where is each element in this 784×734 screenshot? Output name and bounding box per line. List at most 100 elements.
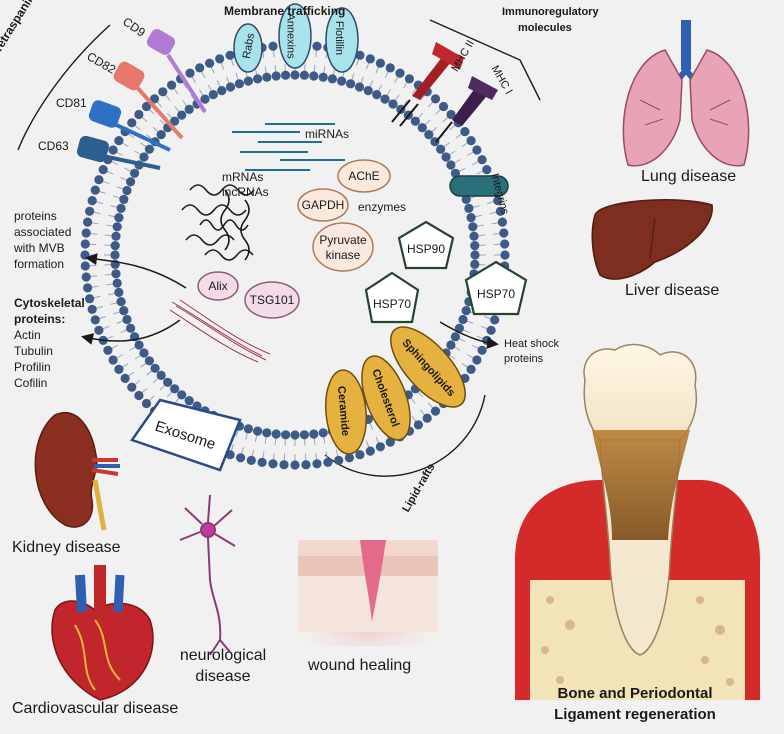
outer-lipid-head bbox=[312, 41, 322, 51]
hsp90-label: HSP90 bbox=[406, 242, 446, 256]
hsp90-shape bbox=[397, 220, 455, 270]
inner-lipid-head bbox=[208, 90, 218, 100]
outer-lipid-head bbox=[422, 413, 432, 423]
inner-lipid-head bbox=[354, 82, 365, 92]
outer-lipid-head bbox=[385, 437, 395, 447]
outer-lipid-head bbox=[323, 457, 333, 467]
inner-lipid-head bbox=[446, 160, 456, 170]
outer-lipid-head bbox=[500, 239, 510, 249]
inner-lipid-head bbox=[116, 297, 126, 307]
gapdh-enzyme bbox=[297, 188, 349, 222]
inner-lipid-head bbox=[372, 90, 382, 100]
outer-lipid-head bbox=[365, 446, 375, 456]
inner-lipid-head bbox=[110, 250, 120, 260]
inner-lipid-head bbox=[410, 116, 420, 126]
inner-lipid-head bbox=[446, 340, 456, 350]
outer-lipid-head bbox=[127, 382, 137, 392]
outer-lipid-head bbox=[365, 54, 375, 64]
inner-lipid-head bbox=[184, 104, 194, 114]
mvb-label-4: formation bbox=[14, 257, 65, 271]
outer-lipid-head bbox=[395, 68, 405, 78]
neuron-icon bbox=[179, 494, 236, 656]
hsp70-shape-a bbox=[364, 271, 420, 324]
outer-lipid-head bbox=[466, 136, 476, 146]
cyto-arrow bbox=[81, 319, 181, 345]
inner-lipid-head bbox=[424, 130, 434, 140]
outer-lipid-head bbox=[499, 228, 509, 238]
outer-lipid-head bbox=[141, 101, 152, 112]
outer-lipid-head bbox=[120, 373, 130, 383]
cholesterol-oval bbox=[361, 355, 411, 441]
outer-lipid-head bbox=[87, 196, 97, 206]
inner-lipid-head bbox=[144, 356, 154, 366]
tsg101-protein bbox=[244, 281, 300, 319]
mvb-label-2: associated bbox=[14, 225, 72, 239]
inner-lipid-head bbox=[337, 76, 347, 86]
outer-lipid-head bbox=[81, 272, 91, 282]
outer-lipid-head bbox=[486, 325, 496, 335]
cd9-protein bbox=[146, 29, 207, 114]
outer-lipid-head bbox=[482, 165, 492, 175]
inner-lipid-head bbox=[200, 94, 210, 104]
inner-lipid-head bbox=[309, 429, 319, 439]
pyruvate-kinase-enzyme bbox=[312, 222, 374, 272]
mhc-i-protein bbox=[435, 76, 498, 143]
outer-lipid-head bbox=[493, 196, 503, 206]
heat-shock-label-2: proteins bbox=[504, 353, 544, 365]
mirnas-label: miRNAs bbox=[305, 127, 349, 141]
cd81-label: CD81 bbox=[56, 96, 87, 110]
tsg101-label: TSG101 bbox=[249, 293, 295, 307]
inner-lipid-head bbox=[170, 116, 180, 126]
outer-lipid-head bbox=[430, 406, 441, 416]
outer-lipid-head bbox=[87, 304, 97, 314]
outer-lipid-head bbox=[167, 80, 177, 90]
membrane-trafficking-label: Membrane trafficking bbox=[224, 4, 346, 18]
outer-lipid-head bbox=[236, 453, 246, 463]
outer-lipid-head bbox=[141, 398, 152, 409]
inner-lipid-head bbox=[299, 430, 309, 440]
tubulin-label: Tubulin bbox=[14, 344, 53, 358]
inner-lipid-head bbox=[380, 94, 390, 104]
cd63-label: CD63 bbox=[38, 139, 69, 153]
inner-lipid-head bbox=[119, 194, 129, 204]
cyto-label-2: proteins: bbox=[14, 312, 66, 326]
pyruvate-label-2: kinase bbox=[325, 248, 361, 262]
outer-lipid-head bbox=[85, 294, 95, 304]
lung-disease-label: Lung disease bbox=[641, 168, 737, 185]
inner-lipid-head bbox=[441, 152, 451, 162]
outer-lipid-head bbox=[80, 261, 90, 271]
inner-lipid-head bbox=[116, 203, 126, 213]
outer-lipid-head bbox=[466, 364, 476, 374]
inner-lipid-head bbox=[253, 74, 263, 84]
actin-label: Actin bbox=[14, 328, 41, 342]
inner-lipid-head bbox=[461, 194, 471, 204]
inner-lipid-head bbox=[466, 213, 476, 223]
inner-lipid-head bbox=[112, 278, 122, 288]
mrnas-strands bbox=[181, 184, 255, 261]
outer-lipid-head bbox=[404, 74, 414, 84]
outer-lipid-head bbox=[80, 239, 90, 249]
outer-lipid-head bbox=[490, 315, 500, 325]
outer-lipid-head bbox=[81, 228, 91, 238]
pyruvate-label-1: Pyruvate bbox=[319, 233, 367, 247]
outer-lipid-head bbox=[472, 145, 482, 155]
inner-lipid-head bbox=[156, 370, 166, 380]
cd63-protein bbox=[77, 135, 161, 170]
outer-lipid-head bbox=[149, 94, 160, 104]
cytoskeletal-fibers bbox=[169, 299, 271, 363]
outer-lipid-head bbox=[98, 165, 108, 175]
inner-lipid-head bbox=[126, 323, 136, 333]
inner-lipid-head bbox=[139, 152, 149, 162]
inner-lipid-head bbox=[122, 314, 132, 325]
inner-lipid-head bbox=[417, 123, 427, 133]
annexins-label: Annexins bbox=[284, 13, 297, 59]
outer-lipid-head bbox=[290, 460, 300, 470]
outer-lipid-head bbox=[477, 345, 487, 355]
inner-lipid-head bbox=[309, 71, 319, 81]
outer-lipid-head bbox=[413, 420, 423, 430]
outer-lipid-head bbox=[477, 155, 487, 165]
liver-icon bbox=[591, 199, 713, 280]
inner-lipid-head bbox=[111, 231, 121, 241]
gapdh-label: GAPDH bbox=[301, 198, 345, 212]
annexins-oval bbox=[278, 3, 312, 69]
